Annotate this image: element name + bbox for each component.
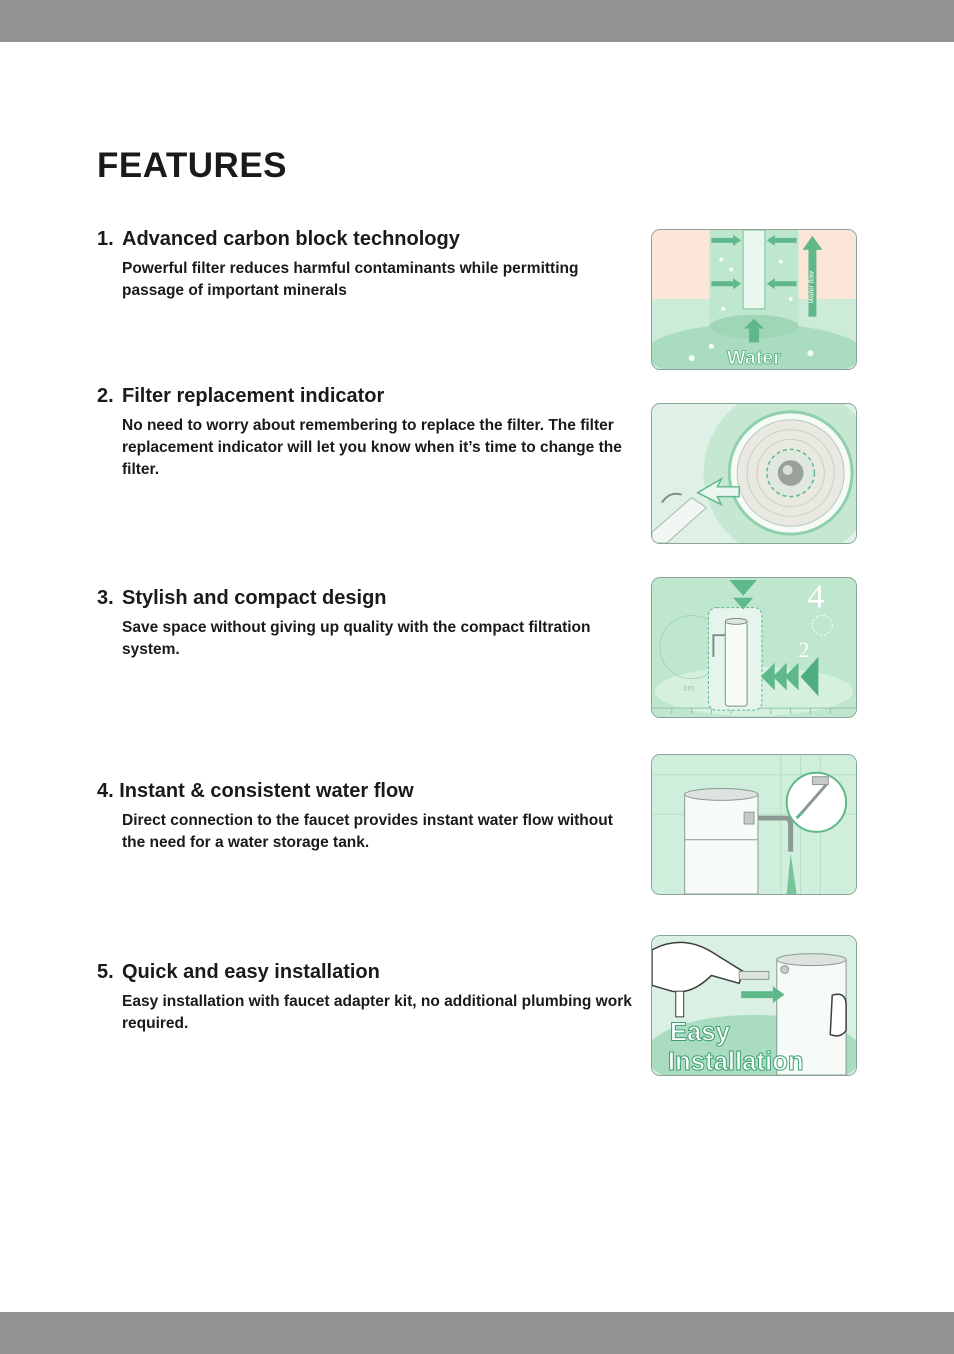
- feature-description: Direct connection to the faucet provides…: [122, 812, 613, 851]
- water-flow-label: Water flow: [808, 270, 815, 303]
- water-flow-image: [651, 754, 857, 895]
- feature-number: 5.: [97, 961, 114, 983]
- easy-installation-image: Easy Installation: [651, 935, 857, 1076]
- feature-description: Powerful filter reduces harmful contamin…: [122, 260, 579, 299]
- feature-description: Easy installation with faucet adapter ki…: [122, 993, 632, 1032]
- feature-number: 2.: [97, 385, 114, 407]
- feature-heading: 1. Advanced carbon block technology: [97, 226, 632, 252]
- feature-description: Save space without giving up quality wit…: [122, 619, 591, 658]
- compact-design-image: 4 2 cm: [651, 577, 857, 718]
- feature-1: 1. Advanced carbon block technology Power…: [97, 226, 632, 302]
- feature-4: 4. Instant & consistent water flow Direc…: [97, 778, 632, 854]
- feature-heading: 5. Quick and easy installation: [97, 959, 632, 985]
- page-title: FEATURES: [97, 146, 288, 185]
- water-label: Water: [727, 347, 782, 369]
- feature-number: 3.: [97, 587, 114, 609]
- bottom-bar: [0, 1312, 954, 1354]
- feature-title: Filter replacement indicator: [122, 385, 385, 407]
- feature-heading: 4. Instant & consistent water flow: [97, 778, 632, 804]
- feature-title: Instant & consistent water flow: [119, 780, 414, 802]
- feature-3: 3. Stylish and compact design Save space …: [97, 585, 632, 661]
- feature-number: 4.: [97, 780, 114, 802]
- feature-heading: 3. Stylish and compact design: [97, 585, 632, 611]
- feature-2: 2. Filter replacement indicator No need t…: [97, 383, 632, 481]
- replacement-indicator-image: [651, 403, 857, 544]
- feature-title: Stylish and compact design: [122, 587, 387, 609]
- feature-number: 1.: [97, 228, 114, 250]
- feature-heading: 2. Filter replacement indicator: [97, 383, 632, 409]
- scale-number-4: 4: [807, 579, 824, 616]
- feature-5: 5. Quick and easy installation Easy insta…: [97, 959, 632, 1035]
- feature-description: No need to worry about remembering to re…: [122, 417, 622, 478]
- carbon-block-image: Water Water flow: [651, 229, 857, 370]
- scale-number-2: 2: [799, 638, 810, 662]
- easy-label: Easy: [670, 1019, 731, 1047]
- top-bar: [0, 0, 954, 42]
- scale-unit: cm: [684, 683, 695, 692]
- feature-title: Quick and easy installation: [122, 961, 380, 983]
- feature-title: Advanced carbon block technology: [122, 228, 460, 250]
- installation-label: Installation: [668, 1048, 804, 1075]
